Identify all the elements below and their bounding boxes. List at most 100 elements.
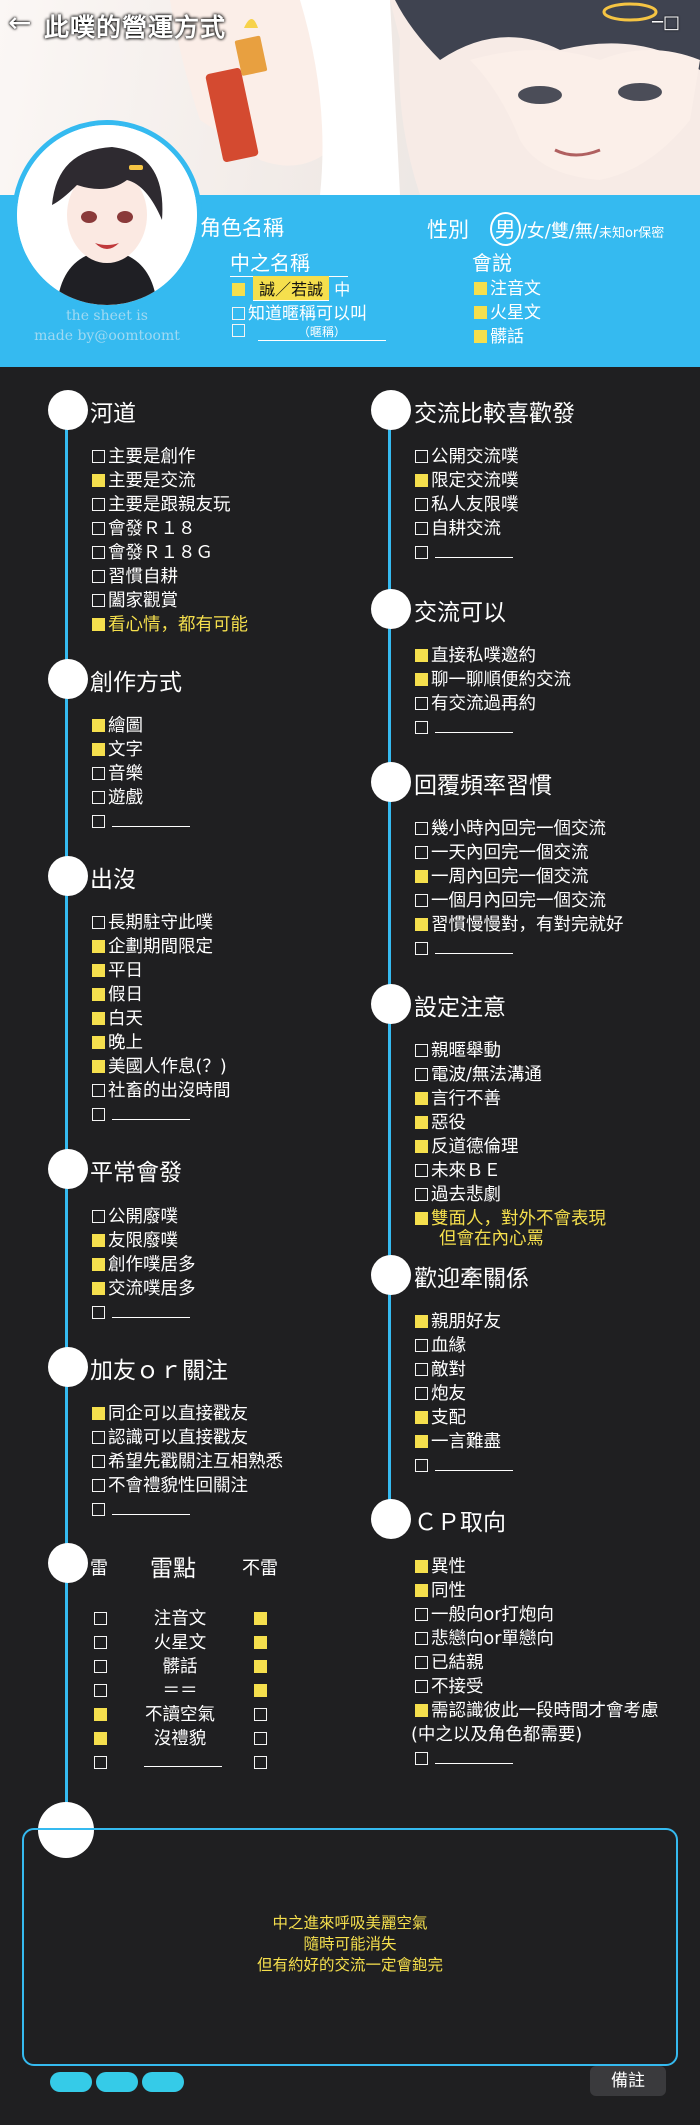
blank-line[interactable] [112,1305,190,1318]
item-checkbox[interactable] [92,618,105,631]
item-checkbox[interactable] [415,498,428,511]
section-item[interactable]: 長期駐守此噗 [92,912,213,934]
item-checkbox[interactable] [415,1584,428,1597]
section-item[interactable]: 親朋好友 [415,1311,501,1333]
item-checkbox[interactable] [92,1036,105,1049]
item-checkbox[interactable] [92,1012,105,1025]
section-item[interactable]: 限定交流噗 [415,470,519,492]
page-indicator-3[interactable] [142,2072,184,2092]
nickname-ok-row[interactable]: 知道暱稱可以叫 [232,299,367,324]
setting-highlight[interactable]: 雙面人，對外不會表現 [415,1208,606,1230]
item-checkbox[interactable] [415,1339,428,1352]
ok-checkbox[interactable] [254,1756,267,1769]
custom-item[interactable] [415,542,513,564]
nakano-row[interactable]: 誠／若誠 中 [232,276,350,301]
item-checkbox[interactable] [415,1411,428,1424]
section-item[interactable]: 不會禮貌性回關注 [92,1475,248,1497]
item-checkbox[interactable] [415,1092,428,1105]
item-checkbox[interactable] [92,1210,105,1223]
item-checkbox[interactable] [92,940,105,953]
section-item[interactable]: 主要是創作 [92,446,196,468]
blank-line[interactable] [144,1754,222,1767]
nickname-row[interactable]: （暱稱） [232,323,386,341]
item-checkbox[interactable] [415,697,428,710]
section-item[interactable]: 認識可以直接戳友 [92,1427,248,1449]
item-checkbox[interactable] [92,1479,105,1492]
item-checkbox[interactable] [415,1656,428,1669]
item-checkbox[interactable] [415,649,428,662]
section-item[interactable]: 過去悲劇 [415,1184,501,1206]
back-arrow-icon[interactable]: ← [8,6,32,39]
item-checkbox[interactable] [415,942,428,955]
section-item[interactable]: 習慣慢慢對，有對完就好 [415,914,624,936]
gender-option-selected[interactable]: 男 [489,212,521,246]
speak-option[interactable]: 髒話 [474,322,524,347]
item-checkbox[interactable] [92,474,105,487]
section-item[interactable]: 已結親 [415,1652,484,1674]
item-checkbox[interactable] [92,570,105,583]
item-checkbox[interactable] [92,1431,105,1444]
item-checkbox[interactable] [92,815,105,828]
item-checkbox[interactable] [92,964,105,977]
item-checkbox[interactable] [415,894,428,907]
mine-checkbox[interactable] [94,1612,107,1625]
section-item[interactable]: 交流噗居多 [92,1278,196,1300]
item-checkbox[interactable] [92,719,105,732]
item-checkbox[interactable] [92,450,105,463]
ok-checkbox[interactable] [254,1708,267,1721]
page-indicator-2[interactable] [96,2072,138,2092]
mine-checkbox[interactable] [94,1732,107,1745]
item-checkbox[interactable] [92,1060,105,1073]
mine-checkbox[interactable] [94,1684,107,1697]
item-checkbox[interactable] [92,767,105,780]
mine-checkbox[interactable] [94,1756,107,1769]
section-item[interactable]: 幾小時內回完一個交流 [415,818,606,840]
mine-checkbox[interactable] [94,1636,107,1649]
item-checkbox[interactable] [92,1234,105,1247]
item-checkbox[interactable] [92,1407,105,1420]
item-checkbox[interactable] [92,1258,105,1271]
section-item[interactable]: 公開廢噗 [92,1206,178,1228]
section-item[interactable]: 不接受 [415,1676,484,1698]
item-checkbox[interactable] [92,743,105,756]
section-item[interactable]: 假日 [92,984,143,1006]
item-checkbox[interactable] [92,1084,105,1097]
ok-checkbox[interactable] [254,1732,267,1745]
section-item[interactable]: 公開交流噗 [415,446,519,468]
item-checkbox[interactable] [415,474,428,487]
item-checkbox[interactable] [415,1315,428,1328]
item-checkbox[interactable] [415,450,428,463]
section-item[interactable]: 會發Ｒ１８Ｇ [92,542,213,564]
item-checkbox[interactable] [92,791,105,804]
speak-checkbox[interactable] [474,282,487,295]
item-checkbox[interactable] [92,916,105,929]
ok-checkbox[interactable] [254,1636,267,1649]
speak-checkbox[interactable] [474,330,487,343]
item-checkbox[interactable] [92,522,105,535]
item-checkbox[interactable] [415,1704,428,1717]
item-checkbox[interactable] [415,721,428,734]
item-checkbox[interactable] [415,1680,428,1693]
section-item[interactable]: 支配 [415,1407,466,1429]
blank-line[interactable] [435,545,513,558]
section-item[interactable]: 自耕交流 [415,518,501,540]
item-checkbox[interactable] [415,1068,428,1081]
item-checkbox[interactable] [415,1212,428,1225]
item-checkbox[interactable] [415,673,428,686]
section-item[interactable]: 友限廢噗 [92,1230,178,1252]
item-checkbox[interactable] [415,846,428,859]
blank-line[interactable] [112,814,190,827]
custom-item[interactable] [415,1455,513,1477]
section-item[interactable]: 創作噗居多 [92,1254,196,1276]
section-item[interactable]: 看心情，都有可能 [92,614,248,636]
section-item[interactable]: 一周內回完一個交流 [415,866,589,888]
gender-unknown-option[interactable]: 未知or保密 [598,226,665,241]
section-item[interactable]: 主要是交流 [92,470,196,492]
section-item[interactable]: 有交流過再約 [415,693,536,715]
item-checkbox[interactable] [92,498,105,511]
section-item[interactable]: 炮友 [415,1383,466,1405]
custom-item[interactable] [415,1748,513,1770]
item-checkbox[interactable] [415,1387,428,1400]
item-checkbox[interactable] [92,1282,105,1295]
speak-option[interactable]: 火星文 [474,298,541,323]
